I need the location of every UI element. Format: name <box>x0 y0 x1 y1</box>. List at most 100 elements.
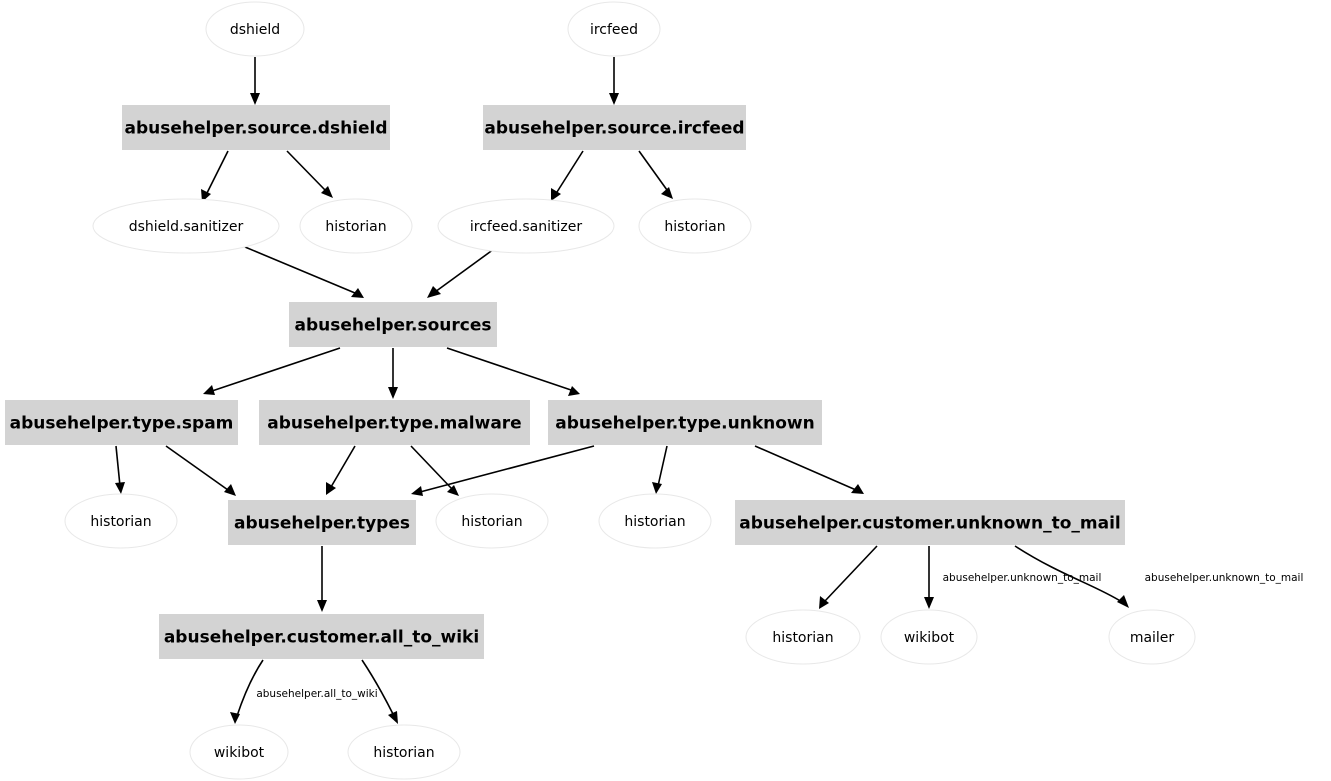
node-dshield[interactable]: dshield <box>205 1 305 57</box>
node-shape-rect <box>122 105 390 150</box>
edge-src_ircfeed-to-ircfeed_sanitizer <box>551 150 584 201</box>
edge-src_ircfeed-to-hist_ircfeed <box>638 150 673 199</box>
arrowhead-icon <box>652 482 662 494</box>
arrowhead-icon <box>427 286 441 298</box>
node-type_unknown[interactable]: abusehelper.type.unknown <box>548 400 822 445</box>
arrowhead-icon <box>447 485 459 496</box>
node-hist_dshield[interactable]: historian <box>299 198 413 254</box>
edge-src_dshield-to-dshield_sanitizer <box>201 150 229 202</box>
arrowhead-icon <box>411 486 423 496</box>
node-shape-ellipse <box>347 724 461 780</box>
nodes-layer: dshield ircfeed abusehelper.source.dshield… <box>5 1 1196 780</box>
node-ircfeed_sanitizer[interactable]: ircfeed.sanitizer <box>437 198 615 254</box>
node-label: wikibot <box>904 630 955 646</box>
edge-line <box>286 150 326 191</box>
arrowhead-icon <box>388 387 398 399</box>
node-shape-rect <box>735 500 1125 545</box>
edge-line <box>638 150 668 191</box>
arrowhead-icon <box>851 484 864 494</box>
node-src_dshield[interactable]: abusehelper.source.dshield <box>122 105 390 150</box>
node-shape-rect <box>228 500 416 545</box>
arrowhead-icon <box>250 93 260 105</box>
edge-line <box>211 347 341 392</box>
node-label: abusehelper.type.spam <box>10 414 234 434</box>
arrowhead-icon <box>924 597 934 609</box>
node-shape-ellipse <box>299 198 413 254</box>
node-label: historian <box>772 630 833 646</box>
node-shape-ellipse <box>567 1 661 57</box>
node-label: historian <box>90 514 151 530</box>
edge-line <box>244 246 356 294</box>
node-label: abusehelper.types <box>234 514 410 534</box>
node-hist_umail[interactable]: historian <box>745 609 861 665</box>
edge-type_spam-to-hist_spam <box>115 445 125 494</box>
node-label: mailer <box>1130 630 1175 646</box>
arrowhead-icon <box>819 596 829 609</box>
edge-line <box>330 445 356 488</box>
node-label: abusehelper.customer.unknown_to_mail <box>739 514 1120 534</box>
edge-line <box>556 150 584 193</box>
node-cust_unknown_mail[interactable]: abusehelper.customer.unknown_to_mail <box>735 500 1125 545</box>
edge-line <box>434 248 495 293</box>
node-wikibot_umail[interactable]: wikibot <box>880 609 978 665</box>
node-dshield_sanitizer[interactable]: dshield.sanitizer <box>92 198 280 254</box>
edge-line <box>1014 545 1123 603</box>
node-shape-rect <box>483 105 746 150</box>
node-label: historian <box>325 219 386 235</box>
edge-line <box>446 347 572 391</box>
edge-label: abusehelper.all_to_wiki <box>256 688 377 700</box>
node-shape-ellipse <box>1108 609 1196 665</box>
arrowhead-icon <box>1117 595 1129 608</box>
node-src_ircfeed[interactable]: abusehelper.source.ircfeed <box>483 105 746 150</box>
node-label: abusehelper.type.unknown <box>555 414 814 434</box>
node-cust_all_wiki[interactable]: abusehelper.customer.all_to_wiki <box>159 614 484 659</box>
node-types[interactable]: abusehelper.types <box>228 500 416 545</box>
node-wikibot_allwiki[interactable]: wikibot <box>189 724 289 780</box>
arrowhead-icon <box>388 711 398 724</box>
edge-cust_unknown_mail-to-wikibot_umail <box>924 546 934 609</box>
node-label: abusehelper.type.malware <box>267 414 521 434</box>
arrowhead-icon <box>321 186 333 198</box>
node-type_malware[interactable]: abusehelper.type.malware <box>259 400 530 445</box>
arrowhead-icon <box>201 189 211 202</box>
node-sources[interactable]: abusehelper.sources <box>289 302 497 347</box>
edge-type_malware-to-hist_malware <box>410 445 459 496</box>
node-hist_malware[interactable]: historian <box>435 493 549 549</box>
edge-cust_all_wiki-to-wikibot_allwiki <box>230 659 264 724</box>
node-shape-ellipse <box>745 609 861 665</box>
node-hist_allwiki[interactable]: historian <box>347 724 461 780</box>
node-hist_spam[interactable]: historian <box>64 493 178 549</box>
edge-line <box>657 445 668 487</box>
edge-type_malware-to-types <box>326 445 356 495</box>
edge-cust_unknown_mail-to-hist_umail <box>819 545 878 609</box>
edges-layer <box>115 57 1129 724</box>
arrowhead-icon <box>351 288 364 298</box>
node-label: historian <box>461 514 522 530</box>
node-shape-ellipse <box>880 609 978 665</box>
node-shape-ellipse <box>205 1 305 57</box>
node-label: dshield.sanitizer <box>129 219 244 235</box>
arrowhead-icon <box>115 482 125 494</box>
edge-line <box>236 659 264 717</box>
node-hist_ircfeed[interactable]: historian <box>638 198 752 254</box>
edge-line <box>754 445 857 491</box>
node-hist_unknown[interactable]: historian <box>598 493 712 549</box>
node-shape-rect <box>159 614 484 659</box>
node-ircfeed[interactable]: ircfeed <box>567 1 661 57</box>
node-mailer_umail[interactable]: mailer <box>1108 609 1196 665</box>
node-shape-ellipse <box>598 493 712 549</box>
edge-types-to-cust_all_wiki <box>317 546 327 612</box>
arrowhead-icon <box>203 385 215 395</box>
edge-sources-to-type_malware <box>388 348 398 399</box>
edge-type_unknown-to-cust_unknown_mail <box>754 445 864 494</box>
edge-label: abusehelper.unknown_to_mail <box>1145 572 1304 584</box>
edge-label: abusehelper.unknown_to_mail <box>943 572 1102 584</box>
edge-line <box>410 445 453 490</box>
edge-src_dshield-to-hist_dshield <box>286 150 333 198</box>
arrowhead-icon <box>317 600 327 612</box>
arrowhead-icon <box>551 188 561 201</box>
node-shape-ellipse <box>638 198 752 254</box>
edge-line <box>206 150 229 194</box>
node-type_spam[interactable]: abusehelper.type.spam <box>5 400 238 445</box>
edge-ircfeed-to-src_ircfeed <box>609 57 619 105</box>
